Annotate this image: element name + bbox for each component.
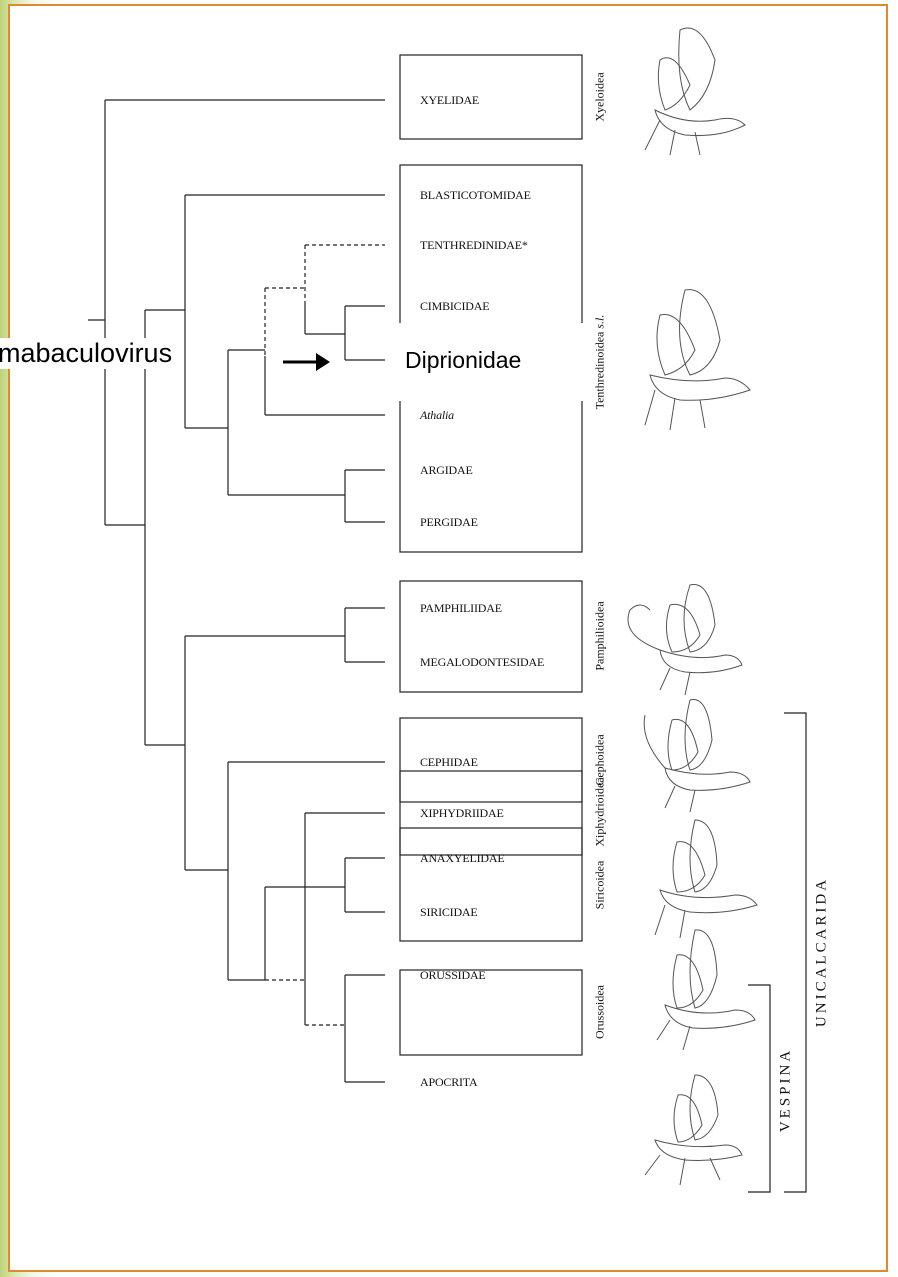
superfamily-xiphydrioidea: Xiphydrioidea [593,777,608,846]
taxon-megalodontesidae: MEGALODONTESIDAE [420,655,544,670]
taxon-tenthredinidae: TENTHREDINIDAE* [420,238,528,253]
taxon-anaxyelidae: ANAXYELIDAE [420,851,504,866]
diprionidae-highlight: Diprionidae [385,323,591,401]
wasp-illustrations [628,28,757,1185]
virus-label: mabaculovirus [0,338,174,369]
superfamily-pamphilioidea: Pamphilioidea [593,601,608,670]
taxon-apocrita: APOCRITA [420,1075,477,1090]
superfamily-tenthredinoidea-suffix: s.l. [593,315,607,329]
taxon-argidae: ARGIDAE [420,463,473,478]
taxon-orussidae: ORUSSIDAE [420,968,486,983]
clade-unicalcarida: UNICALCARIDA [814,877,831,1027]
xiphydriid-wasp-icon [657,930,755,1050]
superfamily-tenthredinoidea: Tenthredinoidea s.l. [593,315,608,410]
superfamily-siricoidea: Siricoidea [593,861,608,910]
taxon-xiphydriidae: XIPHYDRIIDAE [420,806,504,821]
orussid-wasp-icon [645,1075,742,1185]
taxon-blasticotomidae: BLASTICOTOMIDAE [420,188,531,203]
tree-branches [88,100,385,1082]
taxon-athalia: Athalia [420,408,454,423]
tenthredinid-sawfly-icon [645,290,750,430]
annotation-arrow-graphic [283,353,330,371]
clade-vespina: VESPINA [778,1048,795,1132]
taxon-siricidae: SIRICIDAE [420,905,478,920]
highlight-family-name: Diprionidae [405,347,521,373]
cephid-wasp-icon [644,700,750,813]
vespina-bracket [748,985,770,1192]
pamphiliid-wasp-icon [628,585,742,696]
siricid-wasp-icon [655,820,757,938]
xyelid-wasp-icon [645,28,745,155]
taxon-xyelidae: XYELIDAE [420,93,479,108]
taxon-pamphiliidae: PAMPHILIIDAE [420,601,502,616]
superfamily-tenthredinoidea-name: Tenthredinoidea [593,332,607,410]
box-siricoidea [400,828,582,941]
taxon-cimbicidae: CIMBICIDAE [420,299,489,314]
taxon-pergidae: PERGIDAE [420,515,478,530]
superfamily-orussoidea: Orussoidea [593,985,608,1039]
superfamily-xyeloidea: Xyeloidea [593,72,608,121]
box-pamphilioidea [400,581,582,692]
taxon-cephidae: CEPHIDAE [420,755,478,770]
